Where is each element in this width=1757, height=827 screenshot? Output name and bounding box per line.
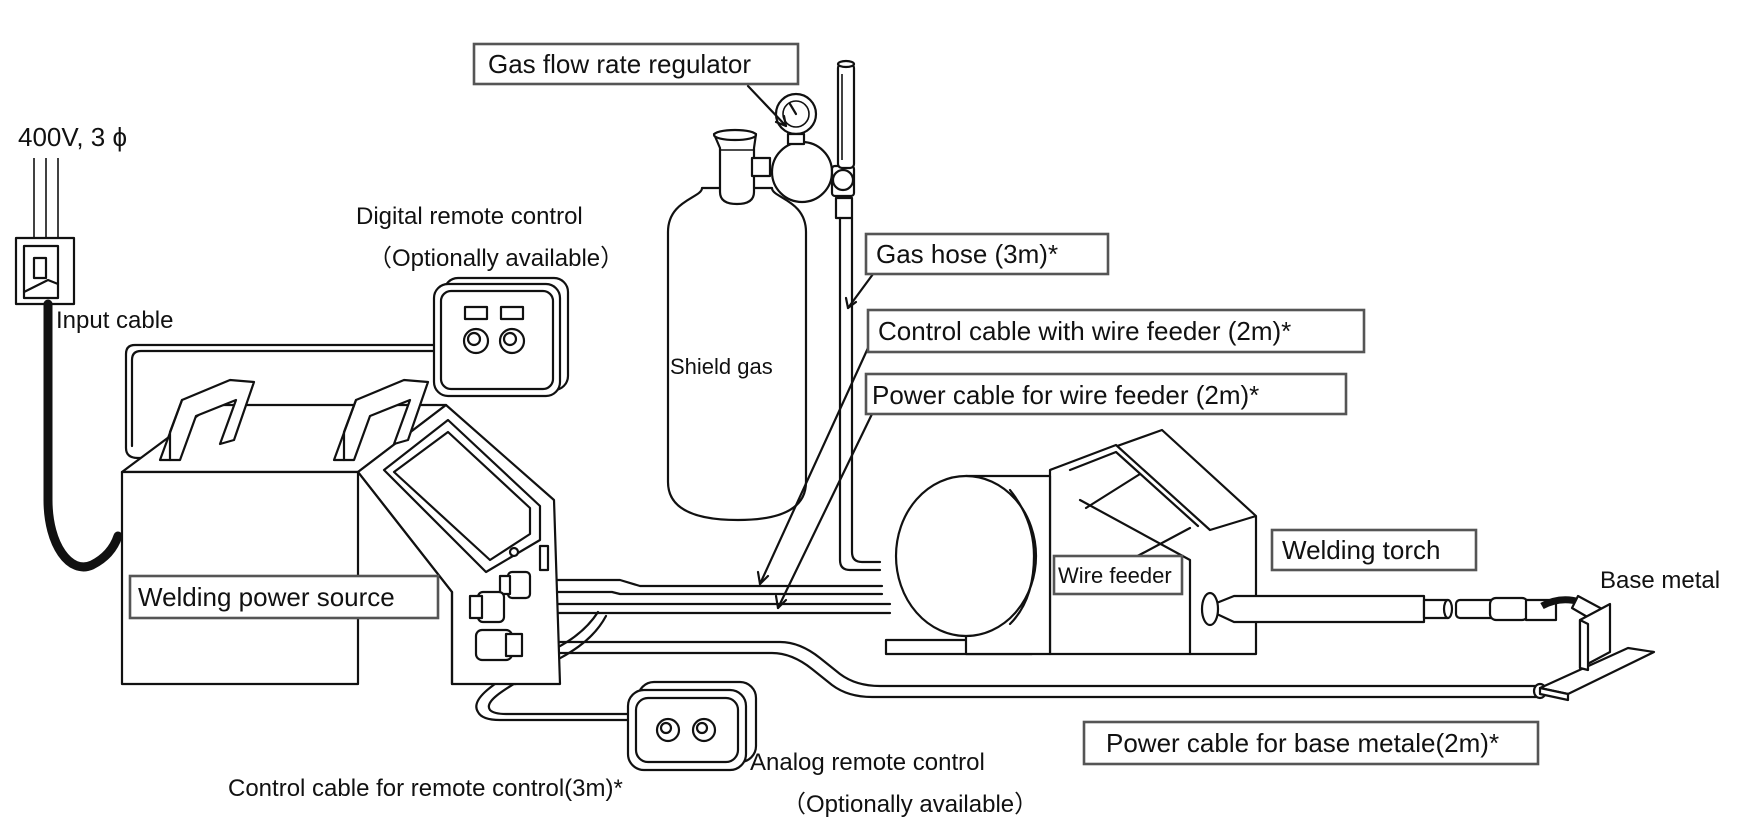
label-welding-torch-text: Welding torch — [1282, 535, 1441, 565]
label-power-cable-feeder: Power cable for wire feeder (2m)* — [864, 372, 1348, 416]
shield-gas-label: Shield gas — [670, 354, 773, 379]
wire-feeder-icon — [884, 428, 1258, 656]
digital-remote-label: Digital remote control — [356, 203, 583, 230]
label-welding-power-source: Welding power source — [128, 574, 440, 620]
digital-remote-cable — [124, 343, 440, 460]
label-power-cable-feeder-text: Power cable for wire feeder (2m)* — [872, 380, 1259, 410]
label-gas-regulator: Gas flow rate regulator — [472, 42, 800, 86]
input-cable-label: Input cable — [56, 307, 173, 334]
label-wire-feeder: Wire feeder — [1052, 554, 1184, 596]
handle-right-icon — [332, 378, 430, 462]
analog-remote-label: Analog remote control — [750, 749, 985, 776]
label-gas-hose: Gas hose (3m)* — [864, 232, 1110, 276]
label-power-cable-base: Power cable for base metale(2m)* — [1082, 720, 1540, 766]
base-metal-label: Base metal — [1600, 567, 1720, 594]
label-welding-torch: Welding torch — [1270, 528, 1478, 572]
disconnect-switch-icon — [14, 236, 76, 306]
digital-remote-control-icon — [432, 276, 570, 398]
label-control-cable-feeder: Control cable with wire feeder (2m)* — [866, 308, 1366, 354]
power-cable-wire-feeder — [498, 602, 892, 615]
output-connectors-icon — [468, 570, 532, 662]
torch-cable — [1200, 591, 1454, 627]
leader-lines — [746, 84, 878, 610]
label-gas-regulator-text: Gas flow rate regulator — [488, 49, 751, 79]
gas-cylinder-icon — [666, 128, 808, 522]
base-metal-icon — [1538, 602, 1656, 702]
welding-torch-icon — [1454, 594, 1606, 624]
input-cable — [43, 299, 123, 572]
label-welding-power-source-text: Welding power source — [138, 582, 395, 612]
label-gas-hose-text: Gas hose (3m)* — [876, 239, 1058, 269]
flowmeter-tube-icon — [836, 59, 856, 170]
handle-left-icon — [158, 378, 256, 462]
mains-supply — [33, 158, 59, 238]
label-control-cable-feeder-text: Control cable with wire feeder (2m)* — [878, 316, 1291, 346]
analog-remote-optional-label: （Optionally available） — [782, 791, 1038, 818]
analog-remote-control-icon — [626, 680, 758, 772]
control-cable-wire-feeder — [518, 578, 884, 596]
label-wire-feeder-text: Wire feeder — [1058, 563, 1172, 588]
digital-remote-optional-label: （Optionally available） — [368, 245, 624, 272]
label-power-cable-base-text: Power cable for base metale(2m)* — [1106, 728, 1499, 758]
control-cable-remote-label: Control cable for remote control(3m)* — [228, 775, 623, 802]
welding-power-source-icon — [120, 403, 562, 686]
gas-hose — [838, 216, 882, 572]
voltage-label: 400V, 3 ϕ — [18, 122, 127, 152]
